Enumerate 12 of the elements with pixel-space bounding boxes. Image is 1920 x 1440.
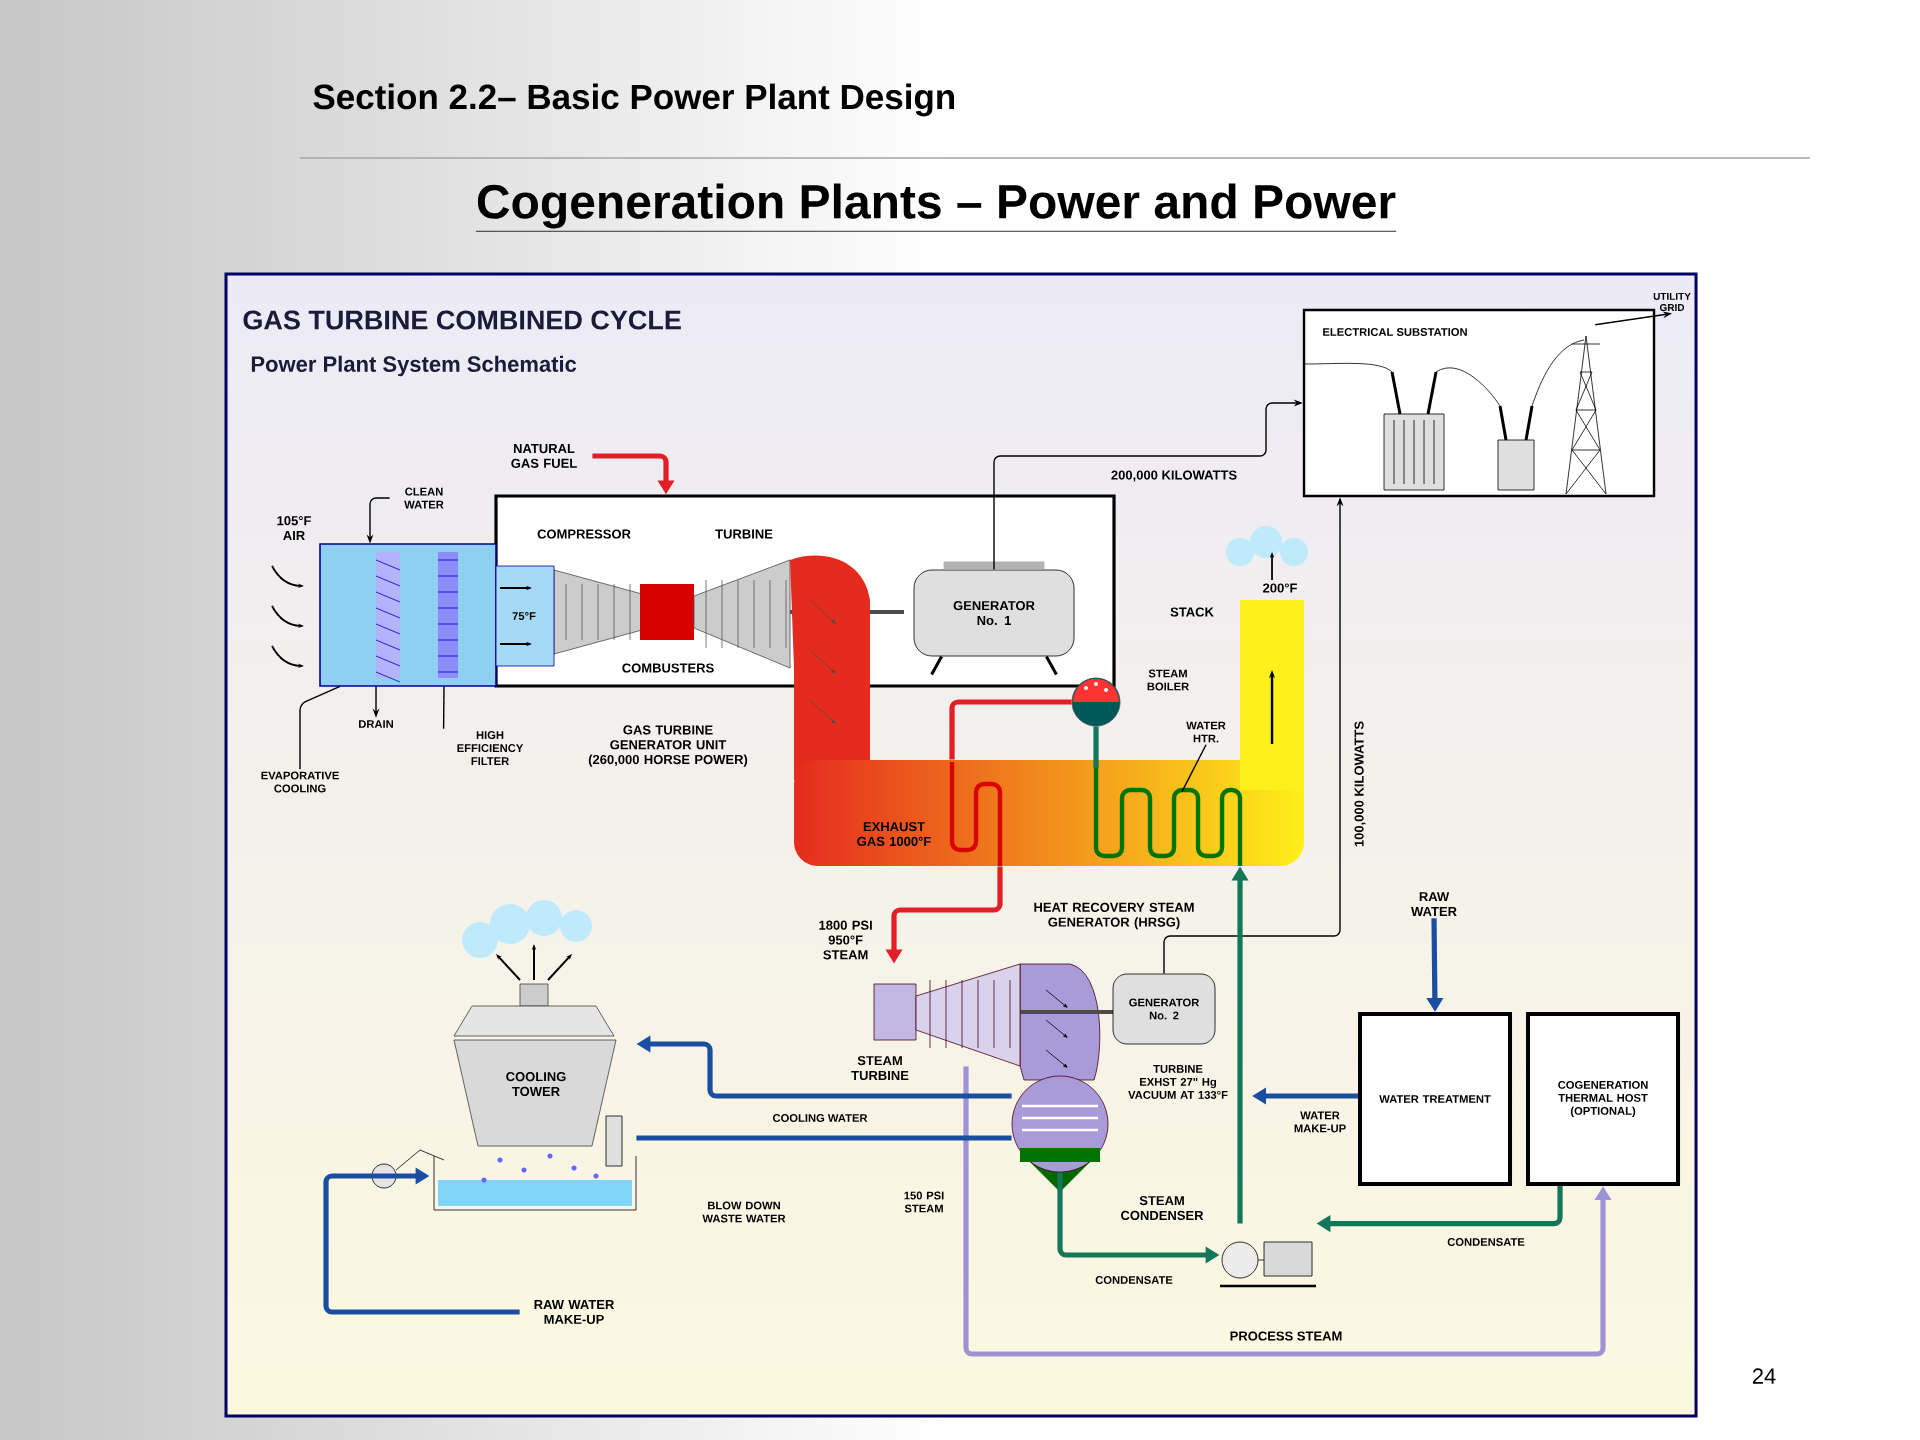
leader-line bbox=[299, 685, 341, 770]
pipe bbox=[636, 1135, 1012, 1141]
pipe-arrow bbox=[323, 1167, 520, 1315]
slide-heading: Section 2.2– Basic Power Plant Design bbox=[313, 83, 955, 117]
page-number: 24 bbox=[1752, 1368, 1776, 1384]
pipe bbox=[1093, 726, 1099, 768]
diagram-subheading: Power Plant System Schematic bbox=[251, 355, 577, 377]
slide-title: Cogeneration Plants – Power and Power bbox=[475, 183, 1397, 232]
pump-drawing bbox=[1220, 1241, 1316, 1288]
diagram-heading: GAS TURBINE COMBINED CYCLE bbox=[243, 310, 681, 330]
leader-line bbox=[442, 685, 445, 730]
pipe bbox=[949, 699, 1072, 760]
